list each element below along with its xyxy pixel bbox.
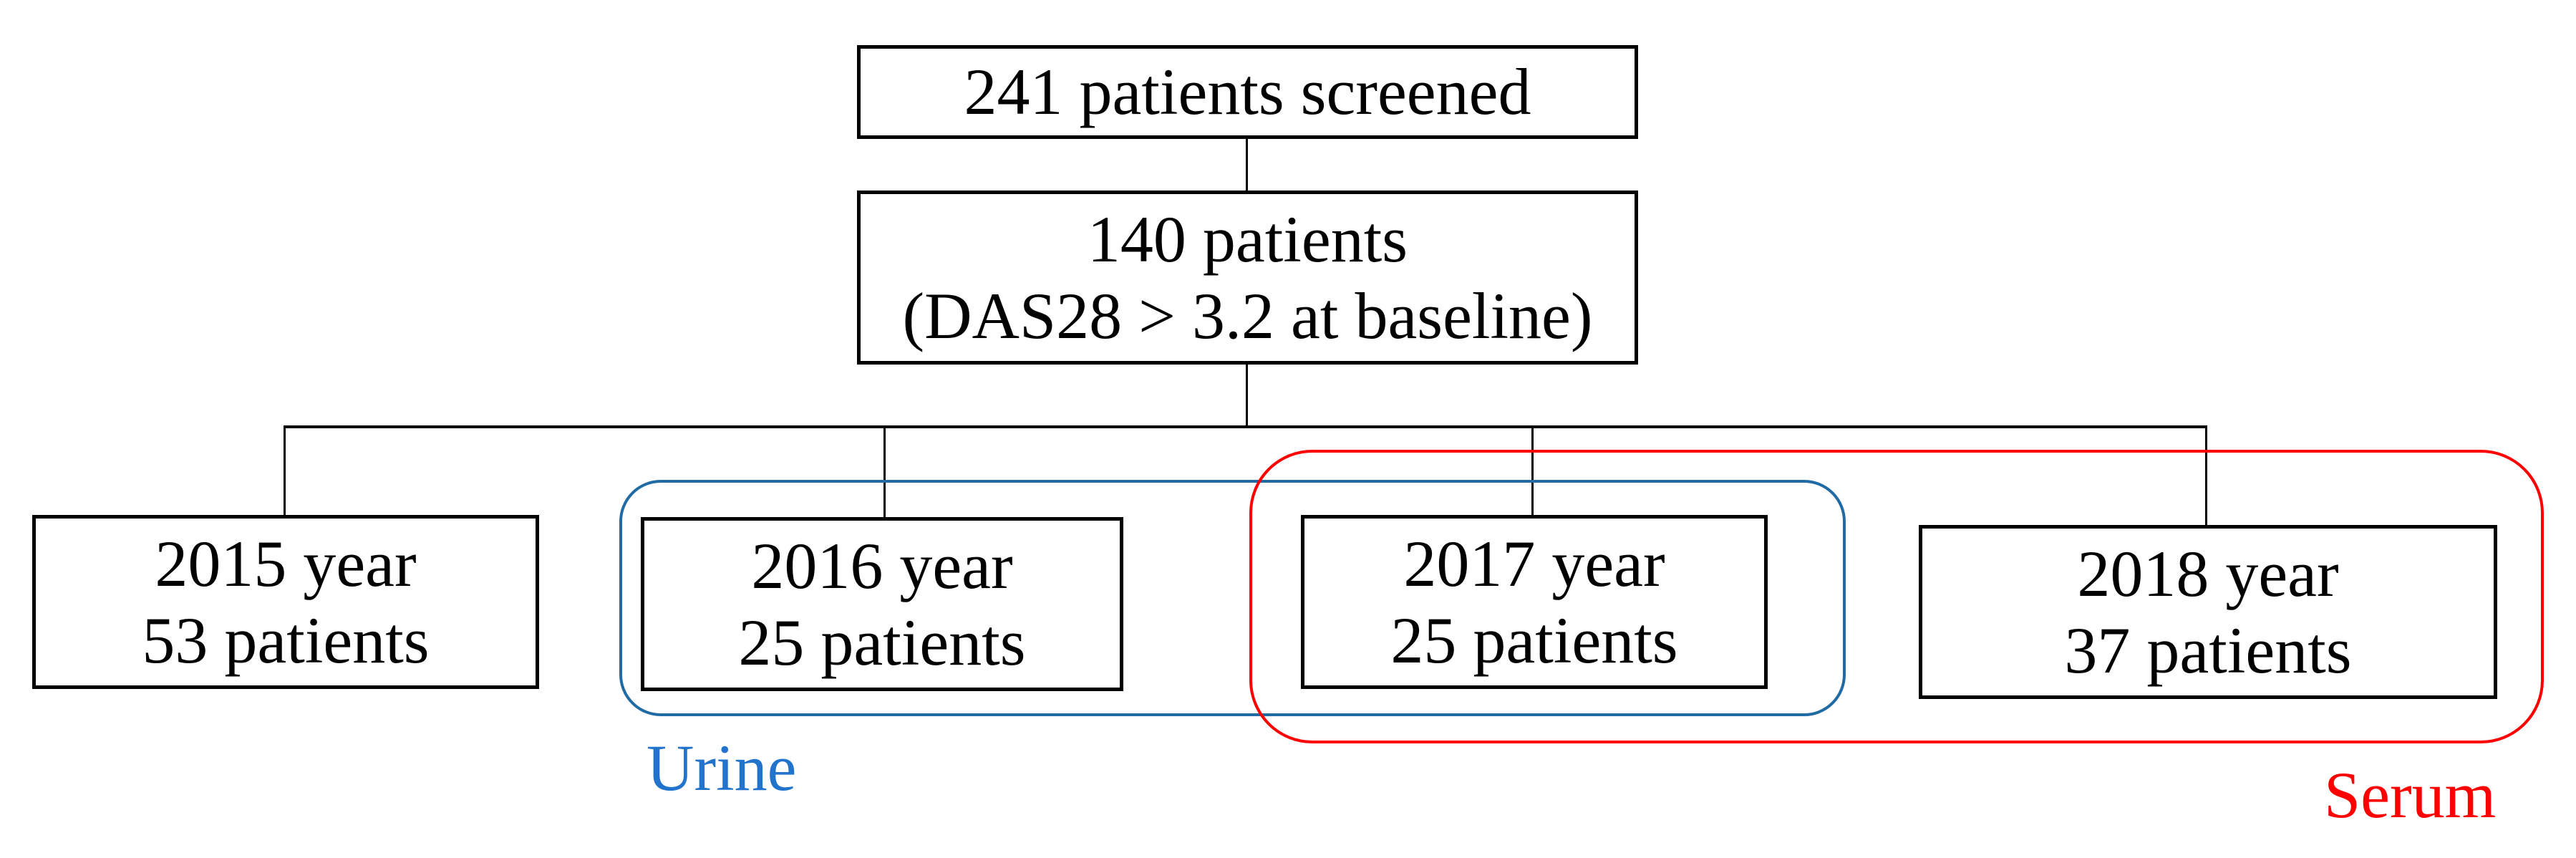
connector-baseline-to-branch — [1246, 362, 1248, 428]
box-year-2017: 2017 year 25 patients — [1301, 515, 1768, 689]
box-text-line: 2015 year — [155, 526, 417, 600]
urine-group-outline — [619, 480, 1846, 716]
connector-drop-2016 — [883, 428, 886, 519]
box-text-line: 25 patients — [738, 605, 1026, 679]
serum-group-label: Serum — [2324, 758, 2497, 832]
box-text-line: 53 patients — [142, 603, 430, 677]
box-text-line: 2018 year — [2077, 536, 2339, 610]
serum-group-outline — [1249, 450, 2544, 743]
connector-drop-2015 — [284, 428, 286, 516]
box-text-line: 2016 year — [751, 529, 1013, 602]
box-text-line: 37 patients — [2064, 613, 2352, 687]
box-text-line: 241 patients screened — [964, 55, 1531, 128]
box-patients-screened: 241 patients screened — [857, 45, 1638, 139]
box-text-line: 140 patients — [1087, 202, 1408, 276]
box-text-line: (DAS28 > 3.2 at baseline) — [902, 279, 1593, 352]
box-patients-baseline: 140 patients (DAS28 > 3.2 at baseline) — [857, 191, 1638, 365]
connector-drop-2017 — [1531, 428, 1534, 516]
box-year-2015: 2015 year 53 patients — [32, 515, 539, 689]
connector-drop-2018 — [2205, 428, 2207, 526]
connector-screened-to-baseline — [1246, 139, 1248, 193]
urine-group-label: Urine — [647, 731, 797, 804]
box-text-line: 2017 year — [1403, 526, 1665, 600]
box-year-2018: 2018 year 37 patients — [1919, 525, 2497, 699]
connector-branch-horizontal — [284, 425, 2207, 428]
box-text-line: 25 patients — [1390, 603, 1678, 677]
box-year-2016: 2016 year 25 patients — [641, 517, 1123, 691]
